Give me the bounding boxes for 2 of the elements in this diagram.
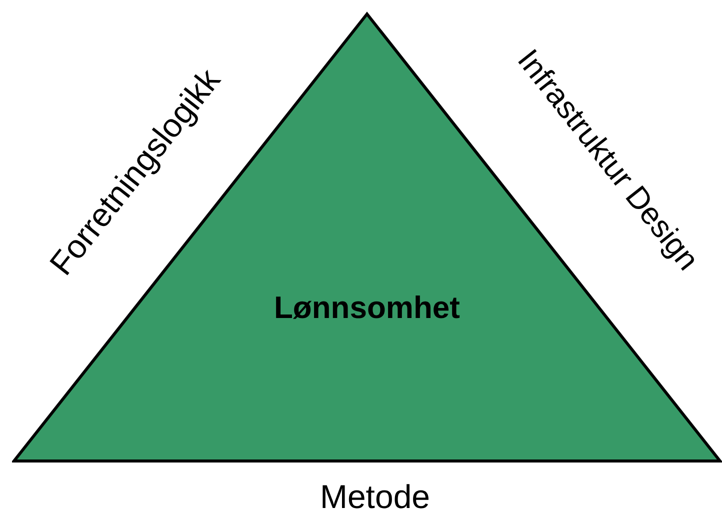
base-label: Metode (320, 478, 430, 516)
center-label: Lønnsomhet (274, 290, 460, 326)
